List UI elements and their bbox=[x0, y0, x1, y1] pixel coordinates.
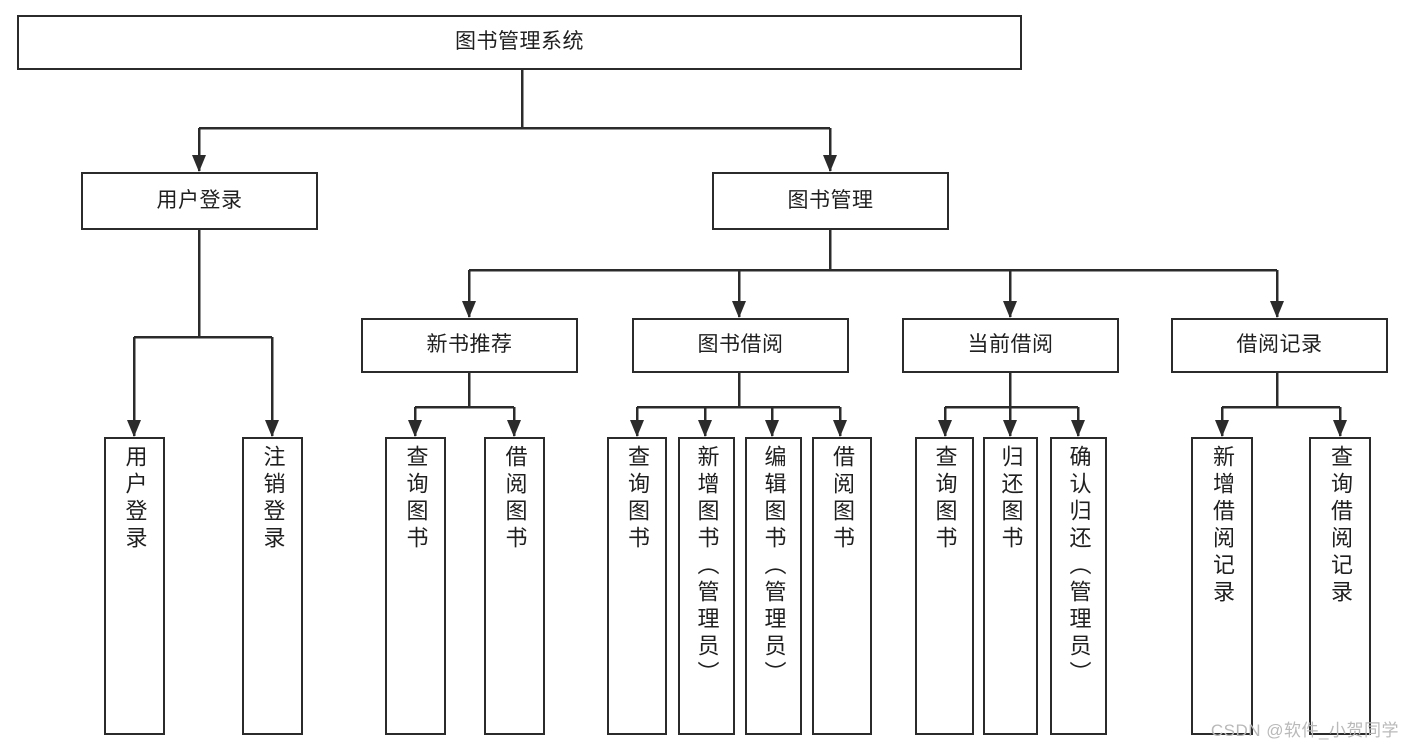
leaf-borrow-book-rec[interactable]: 借阅图书 bbox=[484, 437, 545, 735]
node-current-borrow[interactable]: 当前借阅 bbox=[902, 318, 1119, 373]
leaf-confirm-return-admin-label: 确认归还（管理员） bbox=[1066, 445, 1092, 688]
leaf-add-book-admin[interactable]: 新增图书（管理员） bbox=[678, 437, 735, 735]
leaf-edit-book-admin-label: 编辑图书（管理员） bbox=[761, 445, 787, 688]
node-user-login[interactable]: 用户登录 bbox=[81, 172, 318, 230]
leaf-query-book-rec[interactable]: 查询图书 bbox=[385, 437, 446, 735]
node-book-management[interactable]: 图书管理 bbox=[712, 172, 949, 230]
leaf-user-login[interactable]: 用户登录 bbox=[104, 437, 165, 735]
leaf-query-borrow-record-label: 查询借阅记录 bbox=[1328, 445, 1353, 607]
node-book-borrow[interactable]: 图书借阅 bbox=[632, 318, 849, 373]
leaf-query-book-current-label: 查询图书 bbox=[932, 445, 958, 553]
node-book-management-label: 图书管理 bbox=[787, 188, 874, 212]
leaf-logout[interactable]: 注销登录 bbox=[242, 437, 303, 735]
node-root-label: 图书管理系统 bbox=[455, 30, 584, 54]
node-root[interactable]: 图书管理系统 bbox=[17, 15, 1022, 70]
leaf-query-book-current[interactable]: 查询图书 bbox=[915, 437, 974, 735]
node-new-book-recommend-label: 新书推荐 bbox=[426, 333, 513, 357]
leaf-return-book-label: 归还图书 bbox=[998, 445, 1024, 553]
leaf-query-borrow-record[interactable]: 查询借阅记录 bbox=[1309, 437, 1371, 735]
leaf-user-login-label: 用户登录 bbox=[122, 445, 148, 553]
node-new-book-recommend[interactable]: 新书推荐 bbox=[361, 318, 578, 373]
leaf-query-book-label: 查询图书 bbox=[625, 445, 650, 553]
node-borrow-record[interactable]: 借阅记录 bbox=[1171, 318, 1388, 373]
leaf-return-book[interactable]: 归还图书 bbox=[983, 437, 1038, 735]
leaf-add-borrow-record[interactable]: 新增借阅记录 bbox=[1191, 437, 1253, 735]
leaf-confirm-return-admin[interactable]: 确认归还（管理员） bbox=[1050, 437, 1107, 735]
leaf-query-book[interactable]: 查询图书 bbox=[607, 437, 667, 735]
leaf-add-book-admin-label: 新增图书（管理员） bbox=[694, 445, 720, 688]
node-borrow-record-label: 借阅记录 bbox=[1236, 333, 1323, 357]
node-user-login-label: 用户登录 bbox=[156, 188, 243, 212]
leaf-borrow-book-rec-label: 借阅图书 bbox=[502, 445, 528, 553]
leaf-query-book-rec-label: 查询图书 bbox=[403, 445, 429, 553]
leaf-borrow-book-label: 借阅图书 bbox=[830, 445, 855, 553]
leaf-logout-label: 注销登录 bbox=[260, 445, 286, 553]
node-current-borrow-label: 当前借阅 bbox=[967, 333, 1054, 357]
leaf-add-borrow-record-label: 新增借阅记录 bbox=[1210, 445, 1235, 607]
leaf-borrow-book[interactable]: 借阅图书 bbox=[812, 437, 872, 735]
leaf-edit-book-admin[interactable]: 编辑图书（管理员） bbox=[745, 437, 802, 735]
node-book-borrow-label: 图书借阅 bbox=[697, 333, 784, 357]
